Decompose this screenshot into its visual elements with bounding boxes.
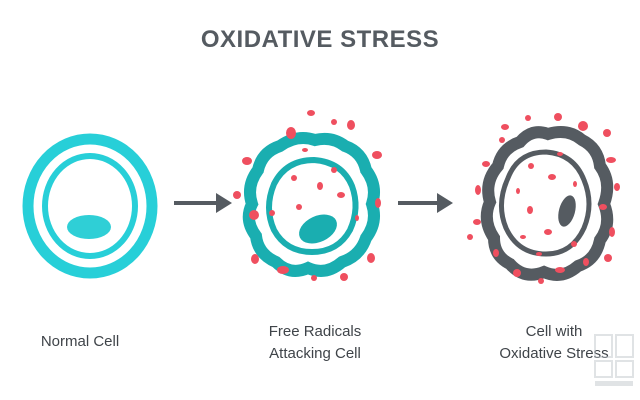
stage-label-line: Cell with [525,323,583,340]
stage-label-line: Oxidative Stress [499,345,609,362]
cell-nucleus-damaged [558,195,576,227]
damaged-cell [480,126,614,281]
stage-label-normal-cell: Normal Cell [0,331,165,353]
cell-inner-membrane [42,153,138,259]
cell-nucleus [299,214,337,244]
stage-label-line: Normal Cell [40,333,120,350]
stage-label-oxidative-stress: Cell with Oxidative Stress [469,321,639,365]
normal-cell [22,133,158,279]
free-radicals [467,113,620,284]
stage-label-line: Attacking Cell [269,345,361,362]
cell-nucleus [67,215,111,239]
free-radicals [233,110,382,281]
cell-outer-membrane-damaged [480,126,614,281]
arrow-right-icon [174,193,232,213]
watermark-logo [594,334,634,386]
stage-label-free-radicals: Free Radicals Attacking Cell [230,321,400,365]
cell-outer-membrane-wavy [242,132,380,277]
cell-outer-membrane [22,133,158,279]
cell-inner-membrane [499,149,592,257]
arrow-right-icon [398,193,453,213]
diagram-title: OXIDATIVE STRESS [200,26,440,53]
stage-label-line: Free Radicals [268,323,362,340]
cell-inner-membrane [266,156,359,256]
attacked-cell [242,132,380,277]
